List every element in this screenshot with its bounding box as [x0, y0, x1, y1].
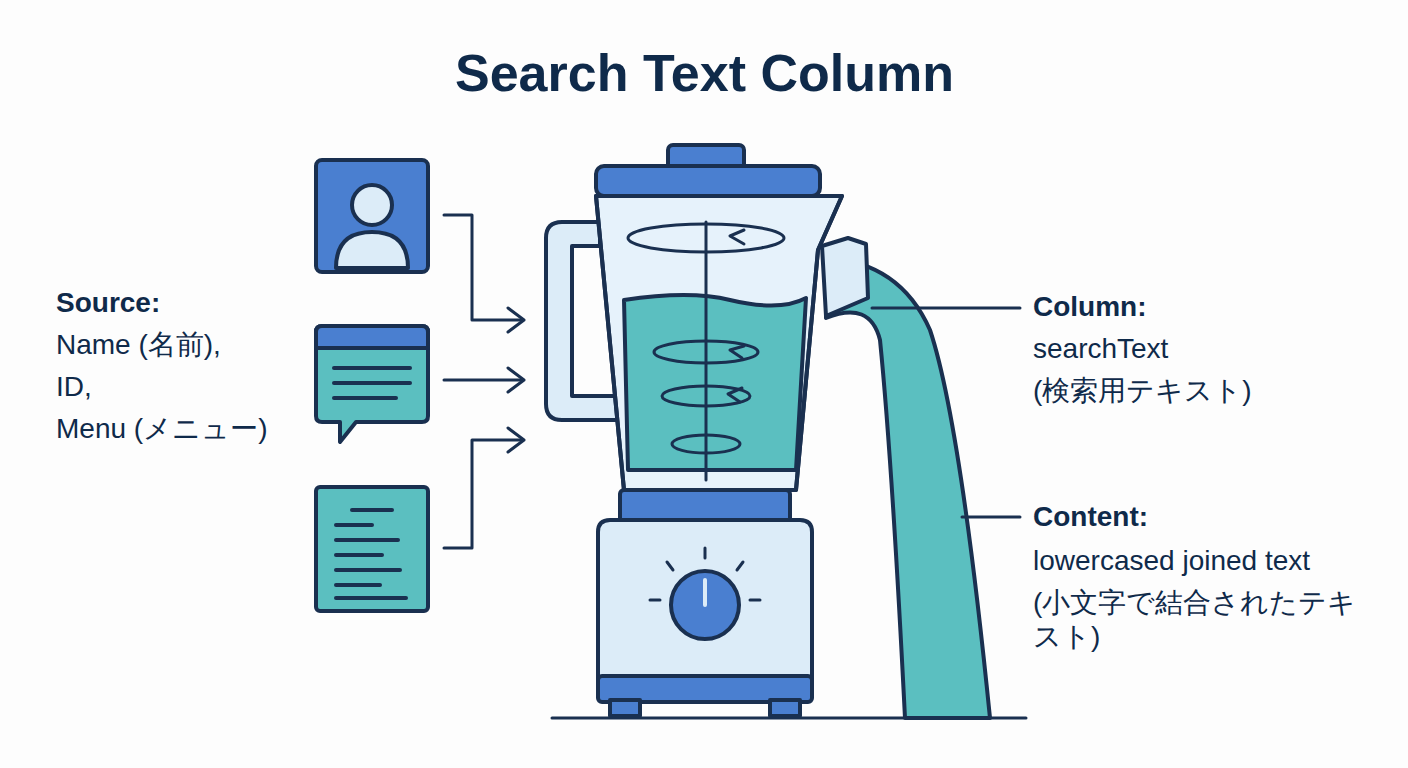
content-text: lowercased joined text [1033, 544, 1310, 578]
source-item: Menu (メニュー) [56, 412, 267, 446]
column-name-ja: (検索用テキスト) [1033, 374, 1252, 408]
content-text-ja: (小文字で結合されたテキスト) [1033, 586, 1373, 653]
content-heading: Content: [1033, 500, 1148, 534]
source-heading: Source: [56, 286, 160, 320]
column-heading: Column: [1033, 290, 1147, 324]
source-item: ID, [56, 370, 92, 404]
source-item: Name (名前), [56, 328, 221, 362]
diagram-title: Search Text Column [455, 42, 954, 104]
column-name: searchText [1033, 332, 1168, 366]
